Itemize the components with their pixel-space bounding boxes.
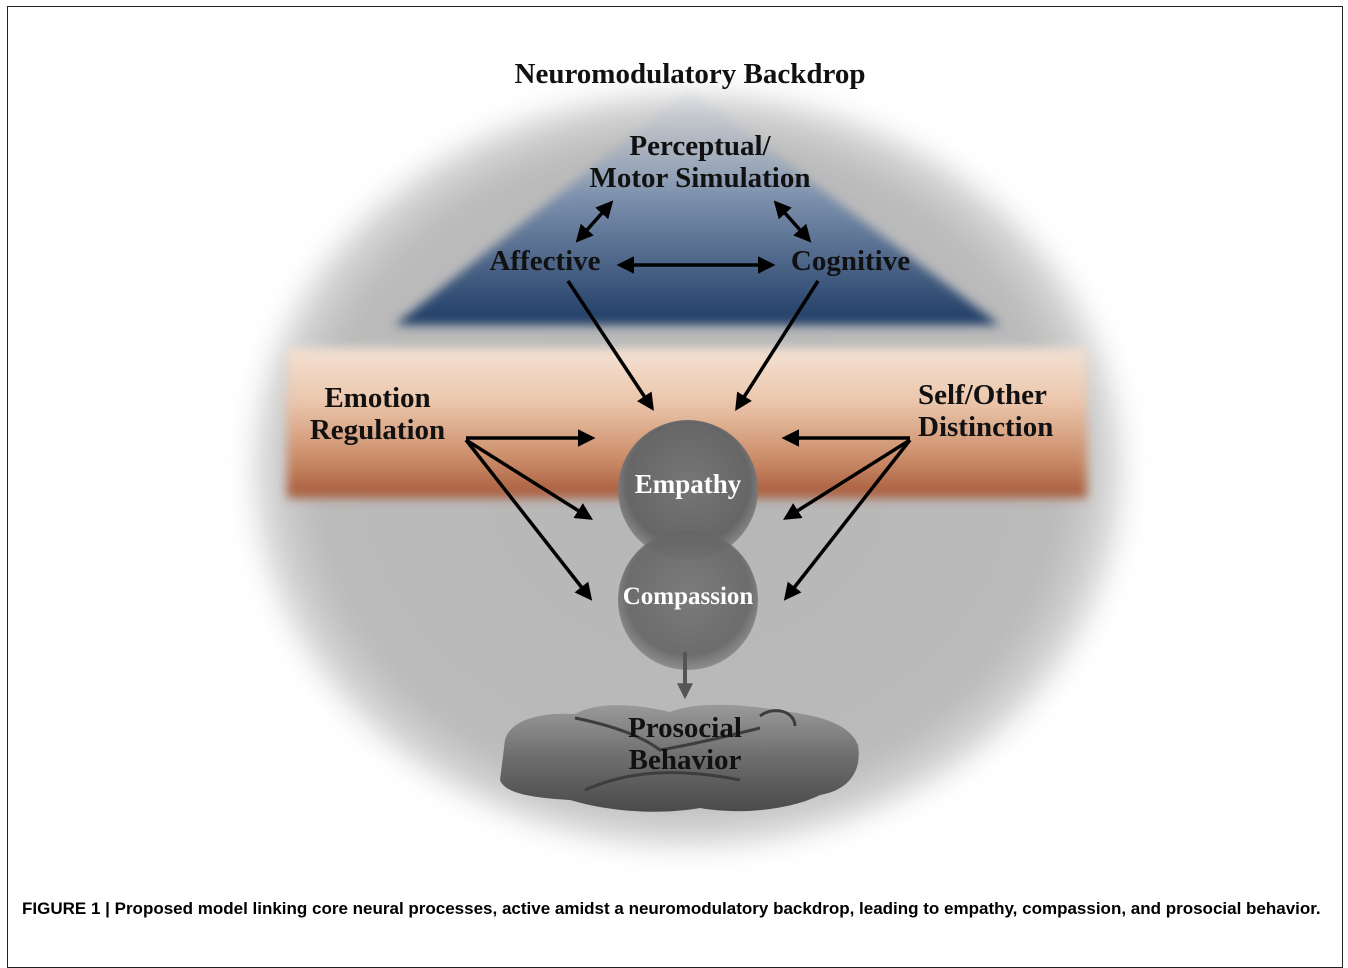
prosocial-label: Prosocial Behavior bbox=[585, 712, 785, 776]
prosocial-line2: Behavior bbox=[628, 744, 742, 776]
figure-caption: FIGURE 1 | Proposed model linking core n… bbox=[22, 899, 1321, 918]
arrow-perceptual-affective bbox=[575, 200, 614, 243]
self-line2: Distinction bbox=[918, 411, 1054, 443]
perceptual-line2: Motor Simulation bbox=[589, 162, 811, 194]
empathy-label: Empathy bbox=[634, 469, 742, 499]
self-line1: Self/Other bbox=[918, 379, 1047, 411]
self-other-label: Self/Other Distinction bbox=[918, 379, 1078, 443]
hands-image bbox=[500, 704, 859, 812]
prosocial-line1: Prosocial bbox=[628, 712, 742, 744]
arrow-emotion-empathy-2 bbox=[465, 438, 593, 520]
arrow-self-compassion bbox=[783, 438, 912, 601]
perceptual-label: Perceptual/ Motor Simulation bbox=[540, 130, 860, 194]
arrow-perceptual-cognitive bbox=[773, 200, 812, 243]
arrow-emotion-compassion bbox=[464, 438, 593, 601]
perceptual-line1: Perceptual/ bbox=[629, 130, 771, 162]
emotion-line1: Emotion bbox=[324, 382, 431, 414]
arrows bbox=[464, 200, 912, 601]
arrow-cognitive-empathy bbox=[735, 280, 820, 411]
arrow-self-empathy-2 bbox=[783, 438, 911, 520]
backdrop-label: Neuromodulatory Backdrop bbox=[514, 58, 866, 90]
cognitive-label: Cognitive bbox=[790, 245, 911, 277]
affective-label: Affective bbox=[489, 245, 601, 277]
compassion-label: Compassion bbox=[622, 583, 754, 610]
simulation-triangle bbox=[395, 90, 1000, 325]
arrow-affective-empathy bbox=[566, 280, 654, 411]
emotion-line2: Regulation bbox=[309, 414, 446, 446]
emotion-regulation-label: Emotion Regulation bbox=[295, 382, 460, 446]
empathy-circle bbox=[618, 420, 758, 560]
compassion-circle bbox=[618, 530, 758, 670]
